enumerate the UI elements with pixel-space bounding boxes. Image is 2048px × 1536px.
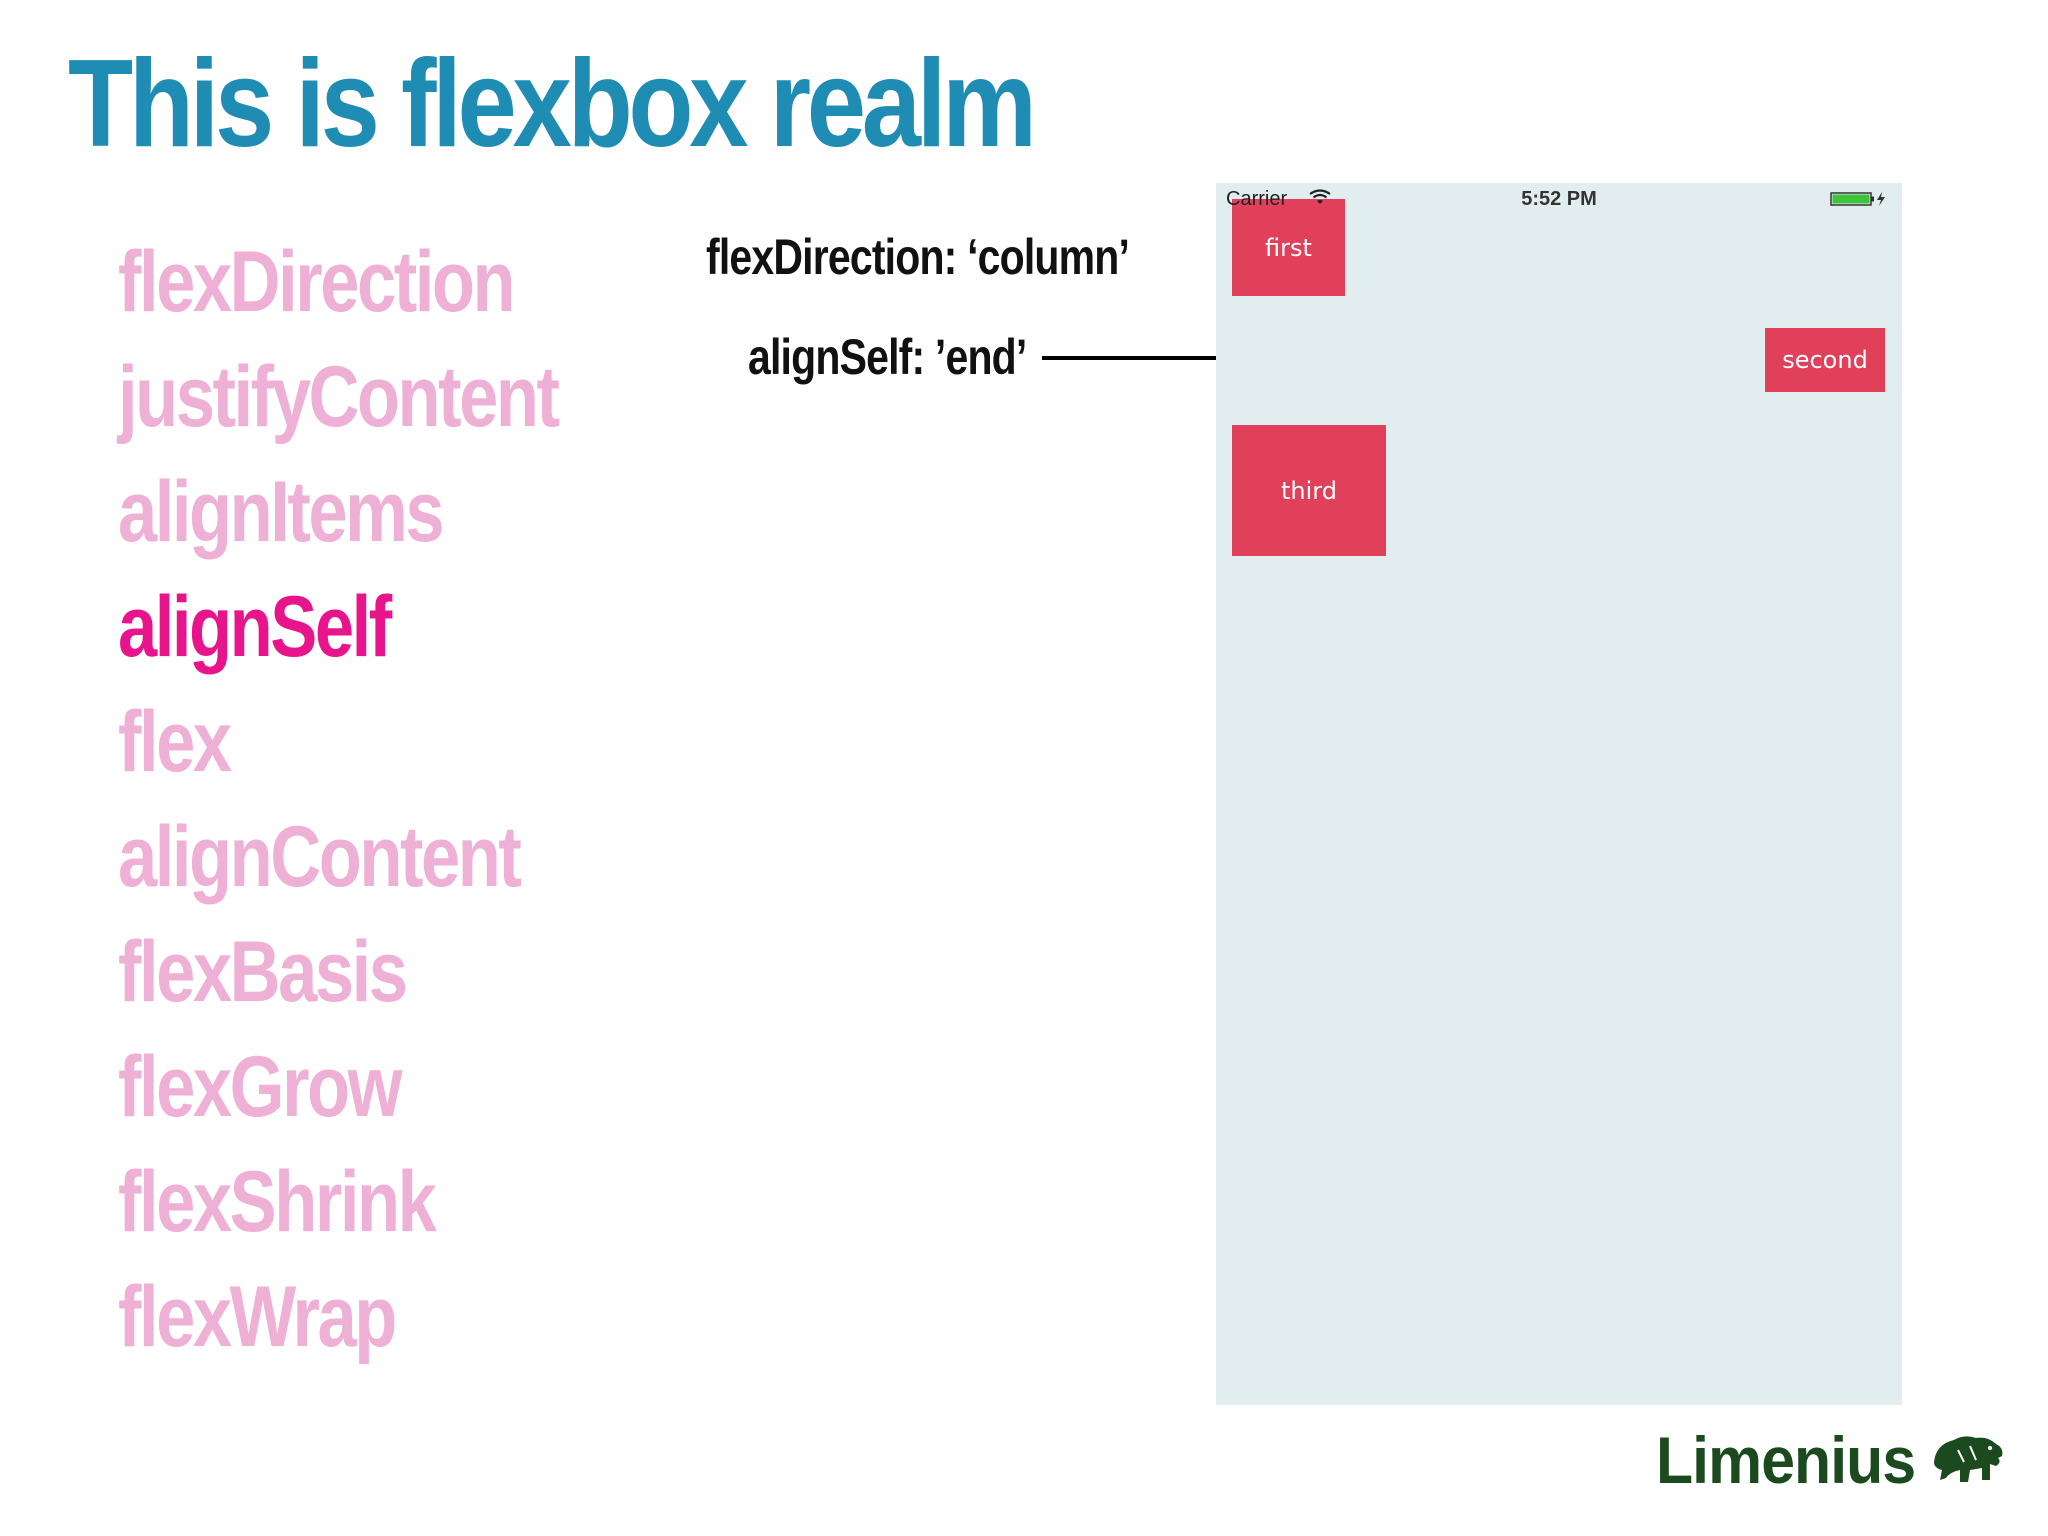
wifi-icon bbox=[1309, 189, 1331, 204]
annotation-flex-direction: flexDirection: ‘column’ bbox=[706, 229, 1130, 285]
property-flexgrow: flexGrow bbox=[118, 1039, 403, 1135]
carrier-label: Carrier bbox=[1226, 188, 1288, 210]
property-alignitems: alignItems bbox=[118, 464, 445, 560]
property-justifycontent: justifyContent bbox=[118, 349, 560, 445]
box-first: first bbox=[1232, 199, 1345, 296]
property-flexdirection: flexDirection bbox=[118, 234, 516, 330]
property-flexbasis: flexBasis bbox=[118, 924, 408, 1020]
property-list: flexDirection justifyContent alignItems … bbox=[118, 225, 654, 1375]
phone-simulator: Carrier 5:52 PM first second third bbox=[1216, 183, 1902, 1405]
battery-icon bbox=[1830, 192, 1885, 206]
annotation-align-self: alignSelf: ’end’ bbox=[748, 329, 1027, 385]
box-second: second bbox=[1765, 328, 1885, 392]
property-flexwrap: flexWrap bbox=[118, 1269, 397, 1365]
box-third: third bbox=[1232, 425, 1386, 556]
property-aligncontent: alignContent bbox=[118, 809, 522, 905]
status-bar: Carrier 5:52 PM bbox=[1216, 183, 1902, 217]
logo-text: Limenius bbox=[1656, 1423, 1916, 1497]
limenius-logo: Limenius bbox=[1656, 1420, 2006, 1500]
property-flex: flex bbox=[118, 694, 232, 790]
property-flexshrink: flexShrink bbox=[118, 1154, 437, 1250]
status-time: 5:52 PM bbox=[1521, 188, 1597, 210]
logo-animal-icon bbox=[1933, 1436, 2003, 1482]
property-alignself: alignSelf bbox=[118, 579, 392, 675]
slide-title: This is flexbox realm bbox=[68, 35, 1037, 173]
